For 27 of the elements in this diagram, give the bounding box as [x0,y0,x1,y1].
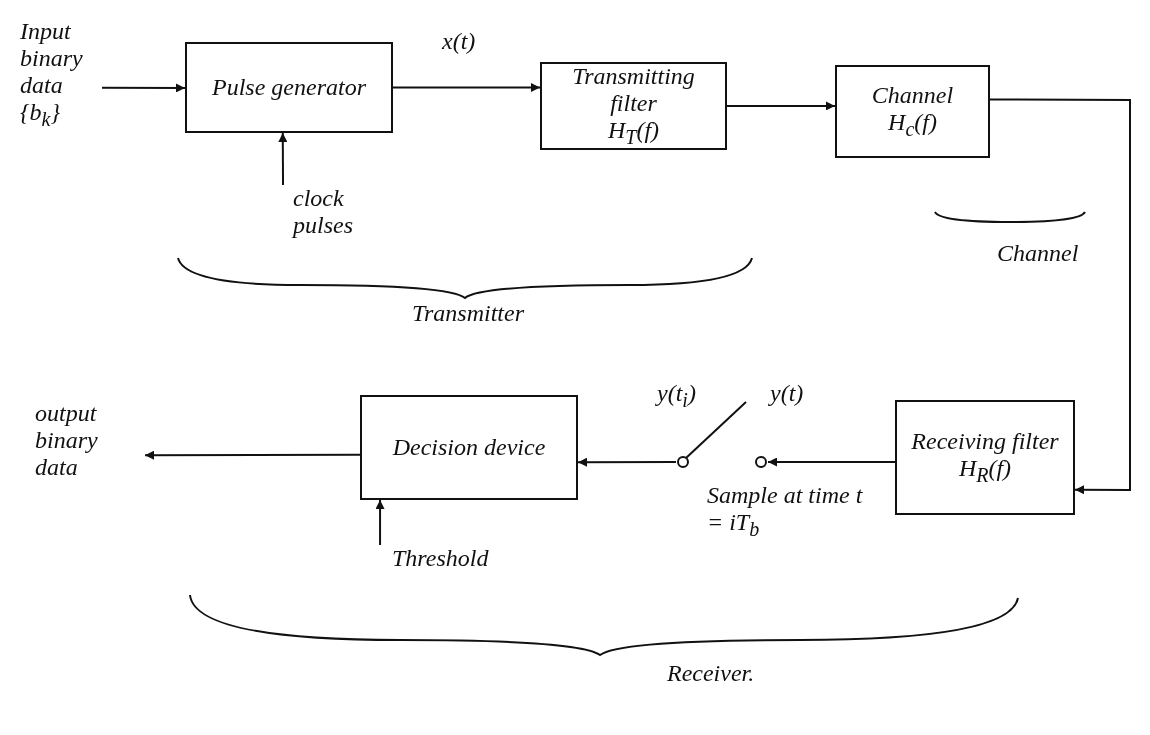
process-box [185,42,393,133]
arrow [577,457,677,467]
box-label: Receiving filter [911,428,1059,456]
arrow [375,499,385,546]
arrow [144,450,361,460]
box-label: H$_{R}$(f) [958,455,1012,487]
box-label: H$_{c}$(f) [888,109,937,141]
arrow [767,457,896,467]
annotation-text: output binary data [35,400,99,481]
annotation-text: clock pulses [293,185,354,239]
arrow [392,83,541,92]
process-box [360,395,578,500]
arrow [278,132,288,186]
box-label: H$_{T}$(f) [607,117,660,149]
process-box [835,65,990,158]
arrow [989,98,1131,495]
arrow [726,101,836,111]
box-label: Decision device [392,434,546,461]
annotation-text: Threshold [392,545,489,572]
box-label: Pulse generator [212,74,366,101]
box-label: Channel [871,82,954,110]
box-label: Transmitting filter [571,63,696,118]
annotation-text: Input binary data {b$_{k}$} [20,18,84,131]
process-box [540,62,727,150]
caption-text: Sample at time t = iT$_{b}$ [706,482,864,541]
arrow [101,83,186,93]
process-box [895,400,1075,515]
